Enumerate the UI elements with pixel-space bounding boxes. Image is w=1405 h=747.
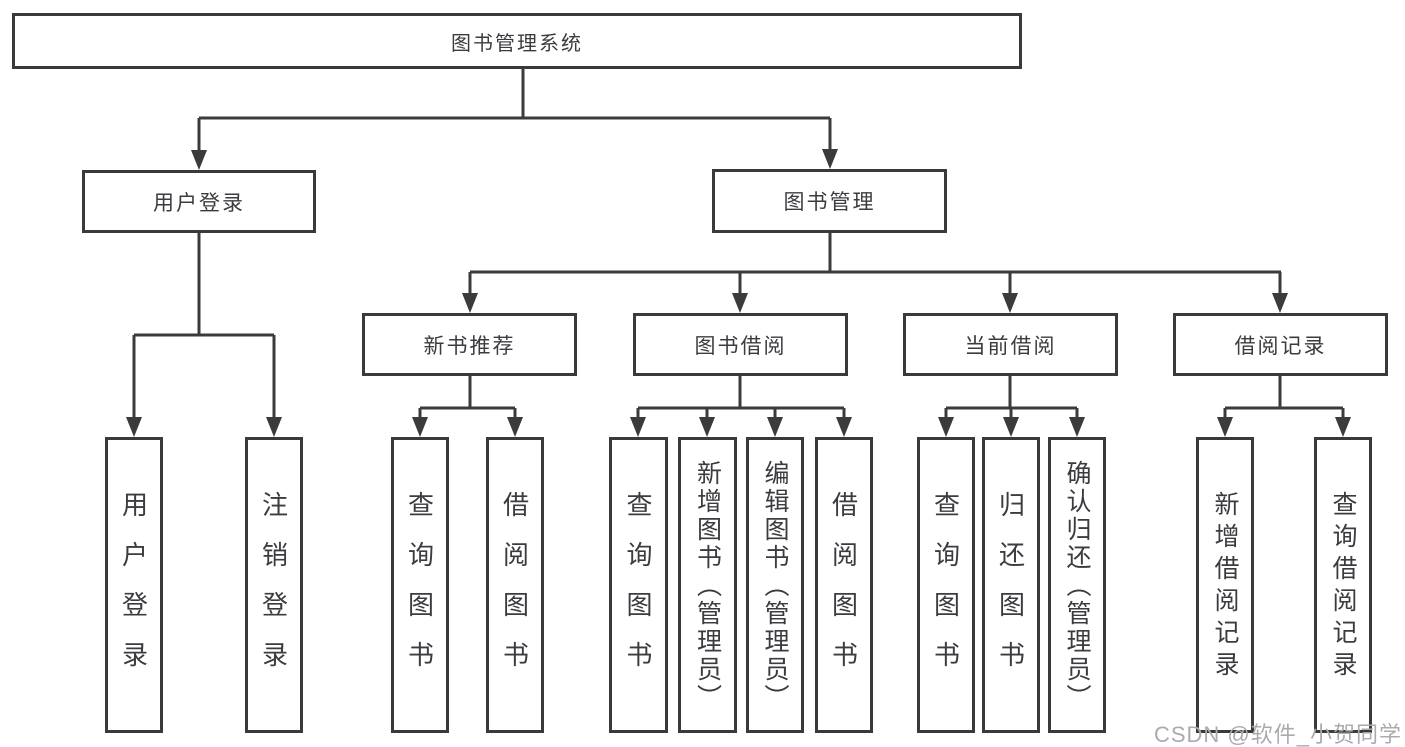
arrow-head-icon (462, 293, 478, 313)
node-label: 当前借阅 (964, 334, 1057, 358)
arrow-head-icon (1003, 417, 1019, 437)
leaf-query-books-current: 查询图书 (917, 437, 975, 733)
leaf-label: 查询图书 (930, 491, 961, 691)
leaf-label: 确认归还（管理员） (1063, 460, 1091, 712)
node-label: 用户登录 (153, 191, 245, 215)
arrow-head-icon (1335, 417, 1351, 437)
leaf-query-borrow-record: 查询借阅记录 (1314, 437, 1372, 733)
leaf-query-books-borrow: 查询图书 (609, 437, 668, 733)
leaf-add-book-admin: 新增图书（管理员） (678, 437, 737, 733)
leaf-edit-book-admin: 编辑图书（管理员） (746, 437, 804, 733)
leaf-label: 新增图书（管理员） (693, 460, 722, 712)
leaf-label: 新增借阅记录 (1211, 491, 1239, 683)
arrow-head-icon (1069, 417, 1085, 437)
arrow-head-icon (191, 150, 207, 170)
arrow-head-icon (630, 417, 646, 437)
arrow-head-icon (1217, 417, 1233, 437)
leaf-query-books-recommend: 查询图书 (391, 437, 449, 733)
leaf-label: 归还图书 (995, 491, 1026, 691)
node-borrowing-records: 借阅记录 (1173, 313, 1388, 376)
leaf-label: 查询借阅记录 (1329, 491, 1357, 683)
node-book-management: 图书管理 (712, 169, 947, 233)
leaf-return-book: 归还图书 (982, 437, 1040, 733)
arrow-head-icon (1002, 293, 1018, 313)
leaf-user-login: 用户登录 (105, 437, 163, 733)
node-current-borrowing: 当前借阅 (903, 313, 1118, 376)
leaf-label: 编辑图书（管理员） (761, 460, 789, 712)
leaf-logout: 注销登录 (245, 437, 303, 733)
leaf-label: 注销登录 (258, 491, 289, 691)
node-label: 图书管理 (783, 191, 876, 214)
leaf-label: 借阅图书 (499, 491, 530, 691)
arrow-head-icon (822, 149, 838, 169)
arrow-head-icon (699, 417, 715, 437)
arrow-head-icon (1272, 293, 1288, 313)
arrow-head-icon (938, 417, 954, 437)
node-new-book-recommend: 新书推荐 (362, 313, 577, 376)
node-library-management-system: 图书管理系统 (12, 13, 1022, 69)
arrow-head-icon (732, 293, 748, 313)
leaf-borrow-books: 借阅图书 (815, 437, 873, 733)
leaf-label: 查询图书 (404, 491, 435, 691)
leaf-label: 借阅图书 (828, 491, 859, 691)
watermark: CSDN @软件_小贺同学 (1153, 722, 1402, 747)
arrow-head-icon (412, 417, 428, 437)
leaf-borrow-books-recommend: 借阅图书 (486, 437, 544, 733)
arrow-head-icon (836, 417, 852, 437)
node-label: 图书管理系统 (451, 32, 583, 55)
node-label: 新书推荐 (423, 334, 516, 358)
node-user-login: 用户登录 (82, 170, 316, 233)
leaf-add-borrow-record: 新增借阅记录 (1196, 437, 1254, 733)
arrow-head-icon (507, 417, 523, 437)
node-label: 借阅记录 (1234, 334, 1327, 358)
arrow-head-icon (767, 417, 783, 437)
leaf-label: 用户登录 (118, 491, 149, 691)
arrow-head-icon (126, 417, 142, 437)
leaf-confirm-return-admin: 确认归还（管理员） (1048, 437, 1106, 733)
leaf-label: 查询图书 (623, 491, 653, 691)
node-book-borrowing: 图书借阅 (633, 313, 848, 376)
node-label: 图书借阅 (694, 334, 787, 358)
arrow-head-icon (266, 417, 282, 437)
